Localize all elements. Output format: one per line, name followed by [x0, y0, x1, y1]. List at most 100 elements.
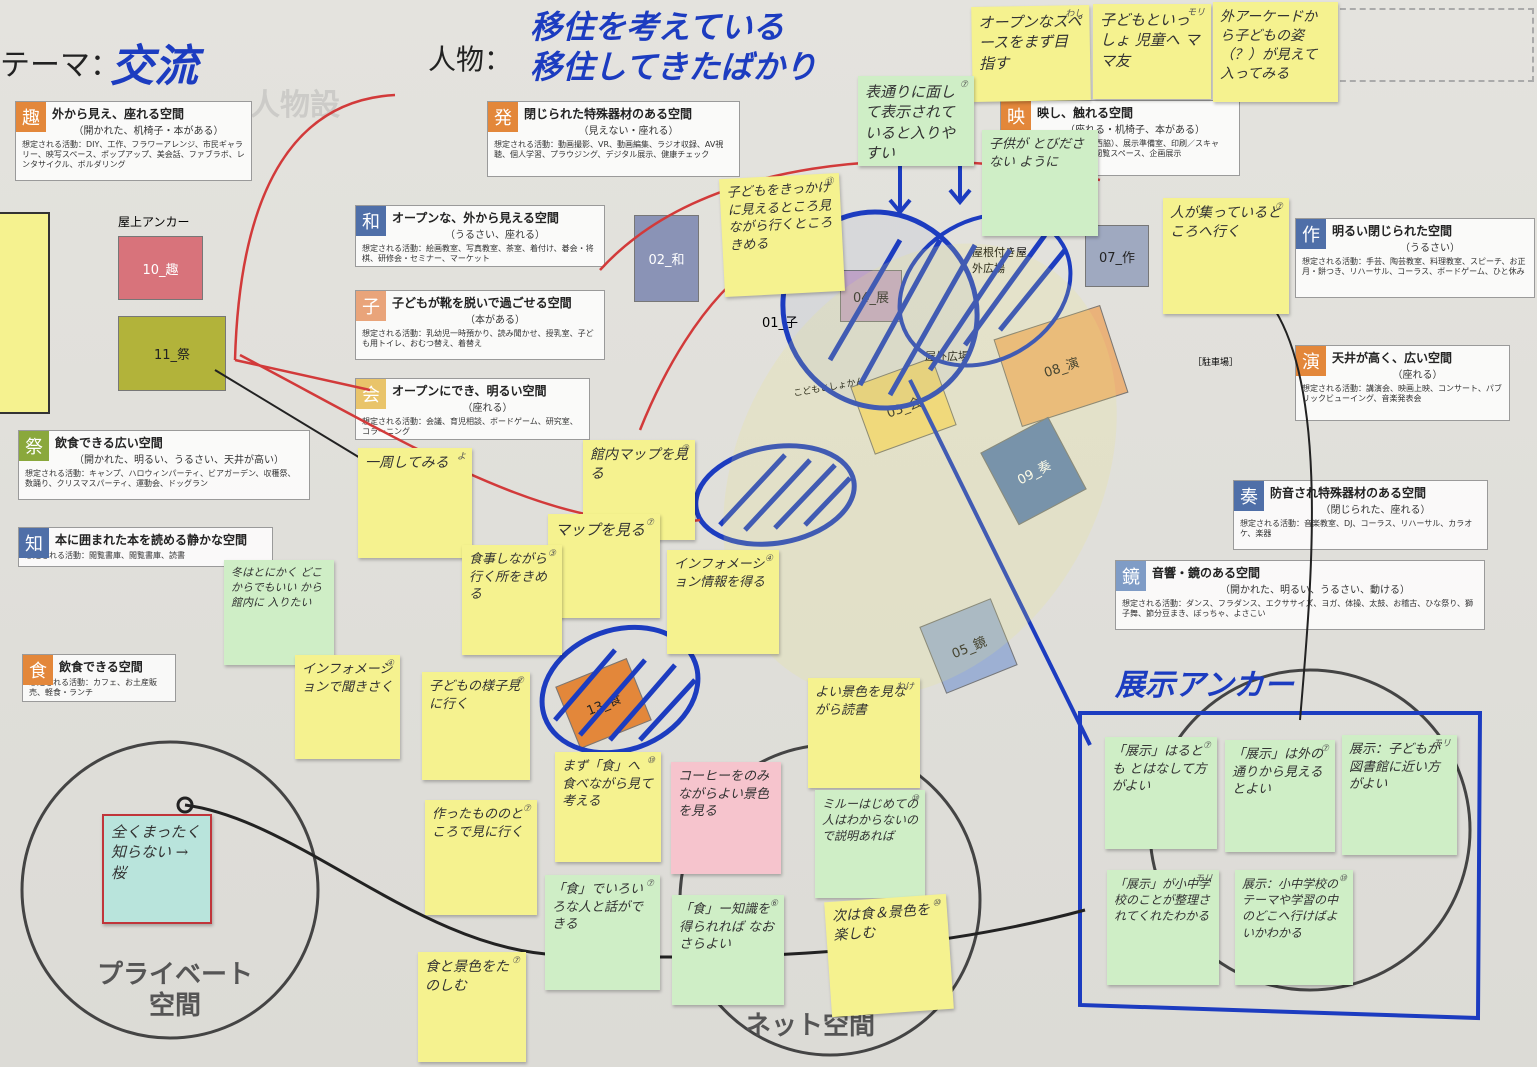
sticky-note: よ一周してみる [358, 448, 472, 558]
hatch-ellipse-2 [897, 212, 1073, 368]
zone-kyo: 鏡 音響・鏡のある空間 （開かれた、明るい、うるさい、動ける） 想定される活動：… [1115, 560, 1485, 630]
zone-activities: 想定される活動：DIY、工作、フラワーアレンジ、市民ギャラリー、映写スペース、ポ… [22, 140, 245, 169]
sticky-note: モリ「展示」が小中学校のことが整理されてくれたわかる [1107, 870, 1219, 985]
zone-subtitle: （座れる・机椅子、本がある） [1065, 125, 1205, 136]
zone-badge: 知 [19, 528, 49, 558]
zone-activities: 想定される活動：カフェ、お土産販売、軽食・ランチ [29, 678, 157, 697]
sticky-note: わしオープンなスペースをまず目指す [971, 4, 1091, 103]
tenji-box [1078, 711, 1483, 1021]
zone-subtitle: （開かれた、明るい、うるさい、天井が高い） [74, 455, 284, 466]
room-04: 04_展 [840, 270, 902, 322]
zone-subtitle: （見えない・座れる） [578, 126, 679, 137]
person-line-2: 移住してきたばかり [530, 48, 817, 86]
zone-title: 閉じられた特殊器材のある空間 [524, 107, 693, 121]
room-01-label: 01_子 [762, 316, 799, 331]
zone-en: 演 天井が高く、広い空間 （座れる） 想定される活動：講演会、映画上映、コンサー… [1295, 345, 1510, 421]
room-11: 11_祭 [118, 316, 226, 391]
zone-subtitle: （本がある） [465, 315, 525, 326]
zone-kai: 会 オープンにでき、明るい空間 （座れる） 想定される活動：会議、育児相談、ボー… [355, 378, 590, 440]
zone-shoku: 食 飲食できる空間 想定される活動：カフェ、お土産販売、軽食・ランチ [22, 654, 176, 702]
zone-badge: 演 [1296, 346, 1326, 376]
zone-title: 本に囲まれた本を読める静かな空間 [55, 533, 248, 547]
zone-title: 天井が高く、広い空間 [1332, 351, 1453, 365]
sticky-note: 子供が とびださない ように [982, 130, 1098, 236]
zone-activities: 想定される活動：手芸、陶芸教室、料理教室、スピーチ、お正月・餅つき、リハーサル、… [1302, 257, 1526, 276]
zone-badge: 食 [23, 655, 53, 685]
zone-badge: 奏 [1234, 481, 1264, 511]
zone-activities: 想定される活動：乳幼児一時預かり、読み聞かせ、授乳室、子ども用トイレ、おむつ替え… [362, 329, 594, 348]
zone-wa: 和 オープンな、外から見える空間 （うるさい、座れる） 想定される活動：絵画教室… [355, 205, 605, 267]
sticky-note: ⑦「食」でいろいろな人と話ができる [545, 875, 660, 990]
hatch-ellipse-3 [693, 443, 857, 547]
zone-matsuri: 祭 飲食できる広い空間 （開かれた、明るい、うるさい、天井が高い） 想定される活… [18, 430, 310, 500]
zone-activities: 想定される活動：動画撮影、VR、動画編集、ラジオ収録、AV視聴、個人学習、プラウ… [494, 140, 724, 159]
zone-badge: 会 [356, 379, 386, 409]
tenji-anchor-label: 展示アンカー [1115, 668, 1294, 703]
zone-sou: 奏 防音され特殊器材のある空間 （閉じられた、座れる） 想定される活動：音楽教室… [1233, 480, 1488, 550]
zone-subtitle: （座れる） [462, 403, 513, 414]
zone-activities: 想定される活動：音楽教室、DJ、コーラス、リハーサル、カラオケ、楽器 [1240, 519, 1473, 538]
theme-label: テーマ： [0, 48, 120, 83]
hatch-strokes [553, 233, 1067, 742]
zone-title: 音響・鏡のある空間 [1152, 566, 1261, 580]
zone-title: 子どもが靴を脱いで過ごせる空間 [392, 296, 572, 310]
room-10: 10_趣 [118, 236, 203, 300]
sticky-note: コーヒーをのみながらよい景色を見る [671, 762, 781, 874]
sticky-note: ⑥「食」ー知識を得られれば なおさらよい [672, 895, 784, 1005]
zone-badge: 映 [1001, 101, 1031, 131]
zone-activities: 想定される活動：ダンス、フラダンス、エクササイズ、ヨガ、体操、太鼓、お稽古、ひな… [1122, 599, 1473, 618]
left-edge-sheet [0, 212, 50, 414]
zone-chi: 知 本に囲まれた本を読める静かな空間 想定される活動：閲覧書庫、閲覧書庫、読書 [18, 527, 273, 567]
person-line-1: 移住を考えている [530, 8, 785, 46]
zone-badge: 作 [1296, 219, 1326, 249]
zone-subtitle: （うるさい、座れる） [445, 230, 545, 241]
zone-subtitle: （開かれた、明るい、うるさい、動ける） [1220, 585, 1410, 596]
private-space-label: プライベート空間 [96, 960, 253, 1022]
zone-badge: 発 [488, 102, 518, 132]
blue-arrows [888, 165, 1092, 746]
sticky-note: モリ子どもといっしょ 児童へ ママ友 [1093, 4, 1211, 99]
zone-title: 明るい閉じられた空間 [1332, 224, 1453, 238]
zone-kodomo: 子 子どもが靴を脱いで過ごせる空間 （本がある） 想定される活動：乳幼児一時預か… [355, 290, 605, 360]
zone-badge: 和 [356, 206, 386, 236]
zone-title: オープンな、外から見える空間 [392, 211, 559, 225]
zone-badge: 祭 [19, 431, 49, 461]
person-label: 人物： [428, 43, 513, 76]
zone-activities: 想定される活動：絵画教室、写真教室、茶室、着付け、碁会・将棋、研修会・セミナー、… [362, 244, 594, 263]
zone-hatsu: 発 閉じられた特殊器材のある空間 （見えない・座れる） 想定される活動：動画撮影… [487, 101, 740, 177]
net-space-label: ネット空間 [745, 1011, 876, 1041]
zone-title: 映し、触れる空間 [1037, 106, 1134, 120]
zone-subtitle: （開かれた、机椅子・本がある） [73, 126, 224, 137]
zone-activities: 想定される活動：閲覧書庫、閲覧書庫、読書 [25, 551, 185, 560]
zone-badge: 子 [356, 291, 386, 321]
zone-title: 外から見え、座れる空間 [52, 107, 185, 121]
sticky-note: ⑦「展示」はるとも とはなして方がよい [1105, 737, 1217, 849]
zone-subtitle: （閉じられた、座れる） [1320, 505, 1431, 516]
sticky-note: モリ展示：子どもが図書館に近い方がよい [1342, 735, 1457, 855]
zone-activities: 想定される活動：キャンプ、ハロウィンパーティ、ビアガーデン、収穫祭、数踊り、クリ… [25, 469, 296, 488]
zone-activities: 想定される活動：会議、育児相談、ボードゲーム、研究室、コラーニング [362, 417, 578, 436]
parking-label: ［駐車場］ [1193, 358, 1239, 368]
zone-shu: 趣 外から見え、座れる空間 （開かれた、机椅子・本がある） 想定される活動：DI… [15, 101, 252, 181]
theme-value: 交流 [110, 41, 198, 92]
private-space-circle [20, 740, 320, 1040]
zone-title: 飲食できる広い空間 [55, 436, 163, 450]
zone-badge: 趣 [16, 102, 46, 132]
sticky-note: 外アーケードから子どもの姿（？）が見えて入ってみる [1213, 2, 1338, 102]
sticky-note: 全くまったく知らない → 桜 [102, 814, 212, 924]
